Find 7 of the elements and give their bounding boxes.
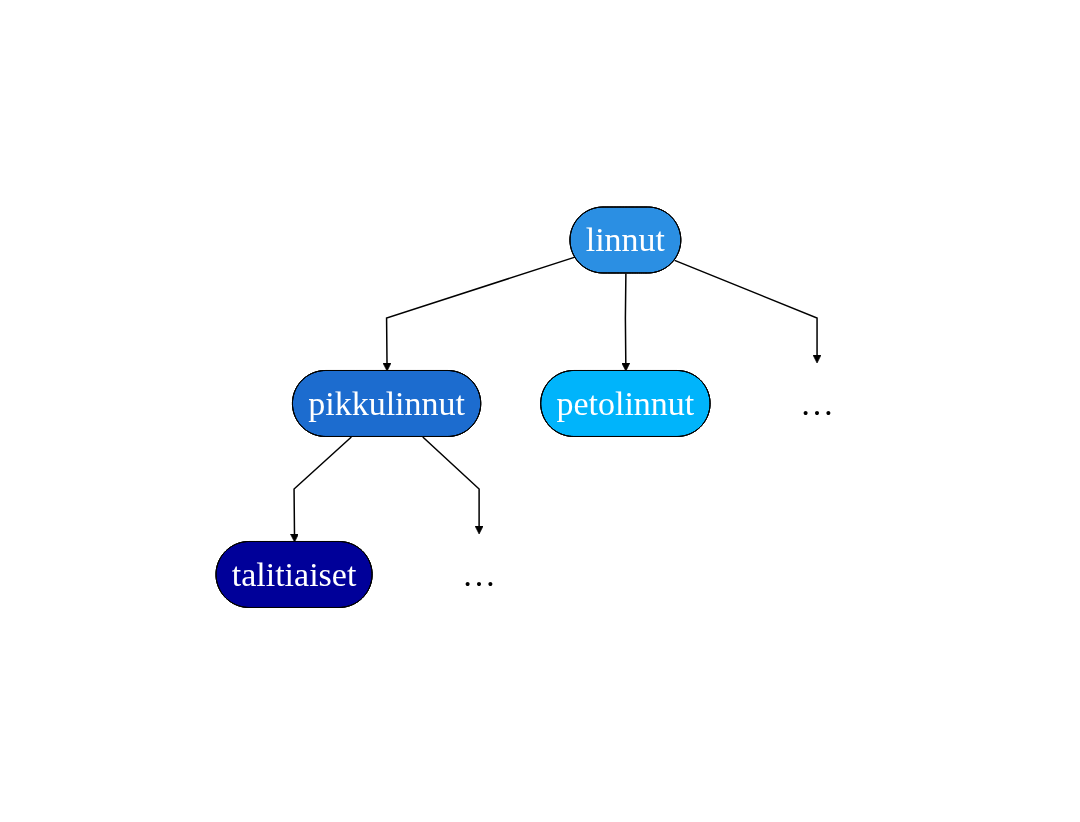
node-text: … [800, 384, 835, 422]
node-text: … [462, 555, 497, 593]
arrow [382, 256, 576, 372]
arrow [422, 436, 484, 535]
arrow [621, 272, 631, 372]
arrow [673, 259, 822, 364]
arrow [290, 436, 353, 543]
